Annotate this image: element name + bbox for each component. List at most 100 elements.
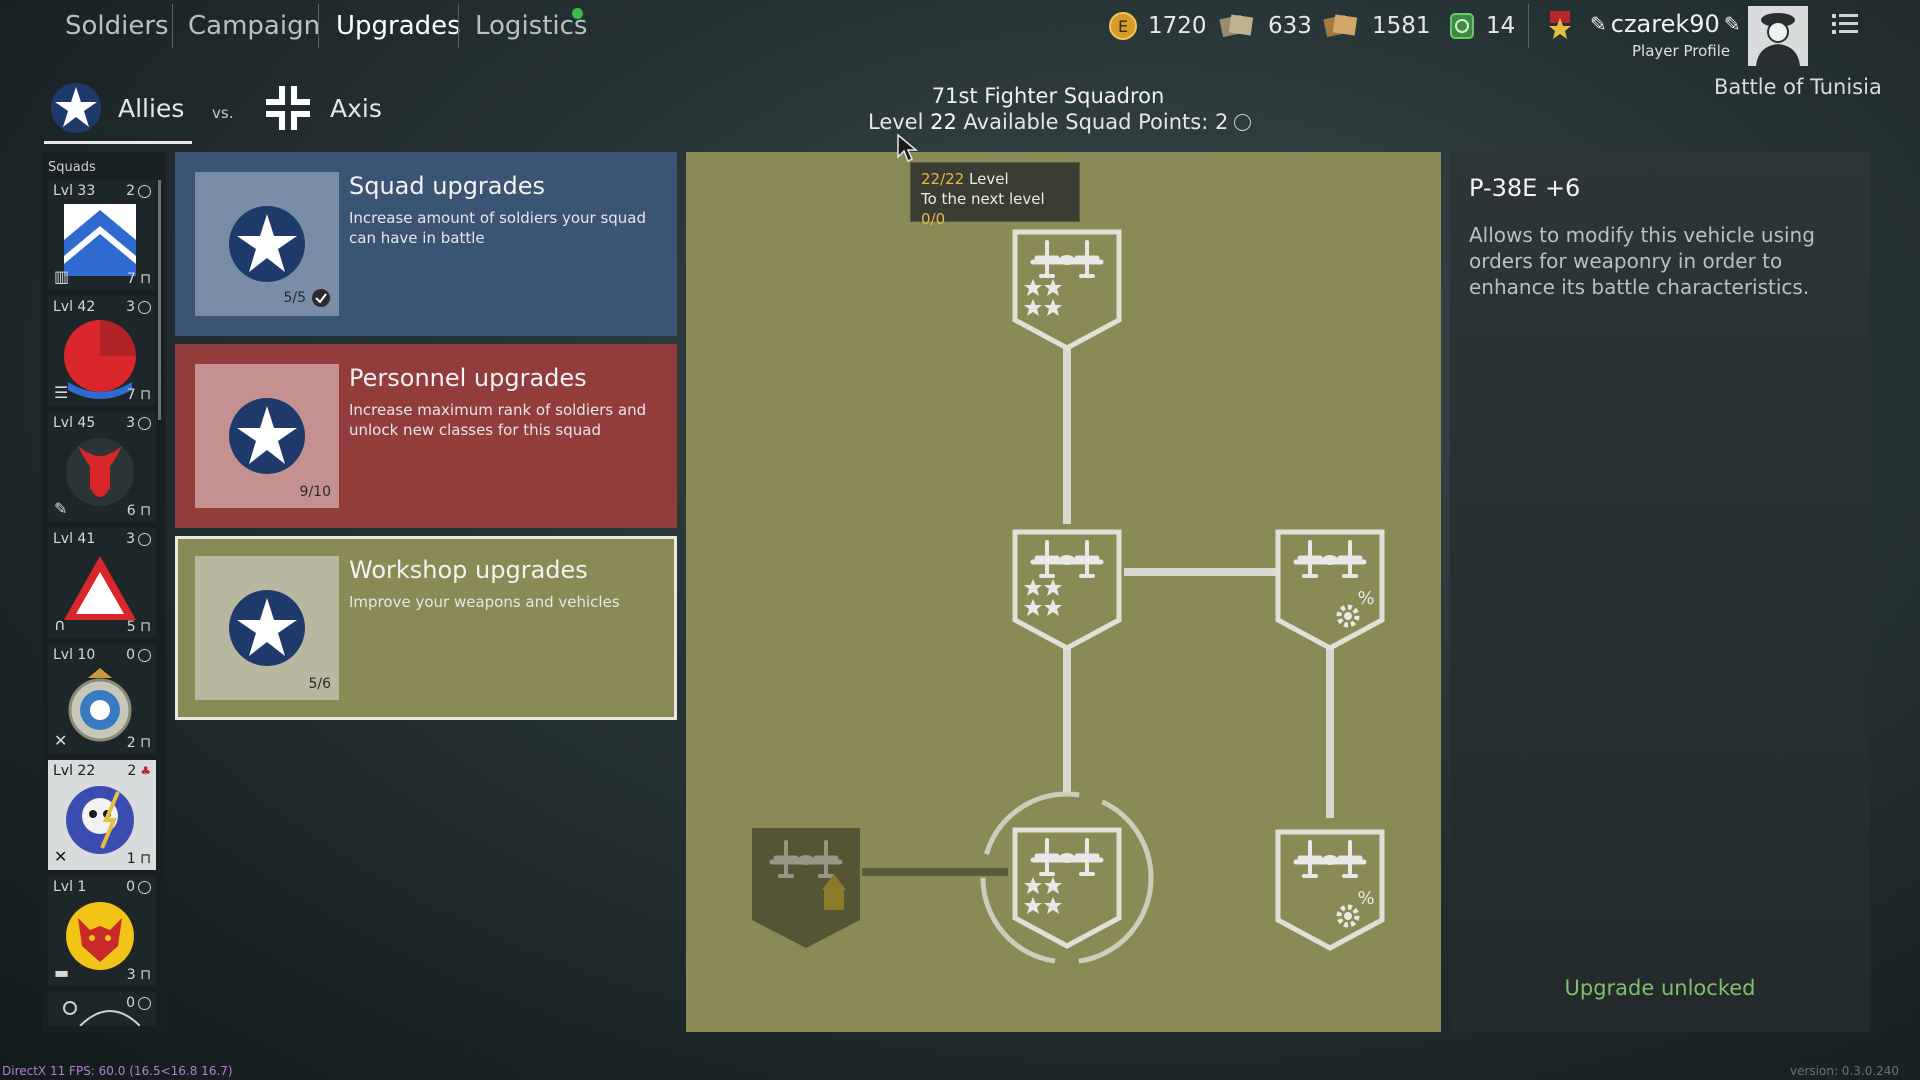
player-name[interactable]: ✎ czarek90 ✎ xyxy=(1590,10,1741,38)
svg-text:E: E xyxy=(1118,17,1128,36)
personnel-upgrades-desc: Increase maximum rank of soldiers and un… xyxy=(349,401,647,439)
lock-icon: ⊓ xyxy=(140,967,151,983)
lock-icon: ⊓ xyxy=(140,735,151,751)
list-icon: ☰ xyxy=(54,383,69,402)
workshop-upgrades-title: Workshop upgrades xyxy=(349,556,588,584)
squad-point-icon xyxy=(138,416,151,430)
squad-upgrades-title: Squad upgrades xyxy=(349,172,546,200)
upgrade-node-selected[interactable] xyxy=(980,791,1154,965)
gold-orders-resource[interactable]: 1581 xyxy=(1322,10,1431,42)
squad-level-line: Level 22 Available Squad Points: 2 xyxy=(868,110,1252,134)
lock-icon: ⊓ xyxy=(140,271,151,287)
faction-axis[interactable]: Axis xyxy=(262,82,382,134)
gold-amount: 1720 xyxy=(1148,13,1207,39)
check-icon xyxy=(312,289,330,307)
squad-card[interactable]: Lvl 10 0 ✕ 2 ⊓ xyxy=(48,644,156,754)
plane-icon: ✕ xyxy=(54,847,68,866)
silver-orders-icon xyxy=(1219,14,1254,38)
campaign-name: Battle of Tunisia xyxy=(1714,75,1882,99)
squad-card[interactable]: 0 xyxy=(48,992,156,1026)
allies-underline xyxy=(44,141,192,144)
tree-connector xyxy=(1063,342,1334,818)
allies-star-icon xyxy=(237,406,297,464)
squad-title: 71st Fighter Squadron xyxy=(931,84,1165,108)
gold-resource[interactable]: E 1720 xyxy=(1108,10,1207,42)
player-profile-label: Player Profile xyxy=(1632,42,1731,60)
tank-icon: ▥ xyxy=(54,267,70,286)
silver-orders-resource[interactable]: 633 xyxy=(1218,10,1312,42)
plane-icon: ✕ xyxy=(54,731,68,750)
squad-upgrades-thumb: 5/5 xyxy=(195,172,339,316)
squad-card[interactable]: Lvl 42 3 ☰ 7 ⊓ xyxy=(48,296,156,406)
squad-card[interactable]: Lvl 1 0 ▬ 3 ⊓ xyxy=(48,876,156,986)
allies-star-icon xyxy=(237,214,297,272)
squad-point-icon xyxy=(138,648,151,662)
allies-star-icon xyxy=(51,83,101,133)
squad-emblem-red-bull xyxy=(66,438,134,506)
lock-icon: ⊓ xyxy=(140,503,151,519)
squad-emblem-yellow-fox xyxy=(66,902,134,970)
squad-card[interactable]: Lvl 45 3 ✎ 6 ⊓ xyxy=(48,412,156,522)
upgrade-node-locked[interactable] xyxy=(752,828,860,948)
squads-label: Squads xyxy=(48,160,96,175)
nav-divider xyxy=(172,4,173,48)
time-tickets-resource[interactable]: 14 xyxy=(1448,10,1515,42)
faction-allies[interactable]: Allies xyxy=(50,82,184,134)
wrench-icon: ✎ xyxy=(1723,12,1741,36)
squad-card[interactable]: Lvl 41 3 ∩ 5 ⊓ xyxy=(48,528,156,638)
squad-emblem-raf-badge xyxy=(68,668,132,742)
nav-divider xyxy=(318,4,319,48)
upgrade-node-weapon-stars[interactable] xyxy=(1012,529,1122,651)
upgrade-status: Upgrade unlocked xyxy=(1564,976,1756,1000)
squad-emblem-triangle xyxy=(64,556,136,620)
vs-label: vs. xyxy=(212,104,234,122)
squad-point-icon xyxy=(138,184,151,198)
ticket-icon xyxy=(1450,13,1474,39)
squad-point-icon: ♣ xyxy=(140,764,151,778)
squad-card[interactable]: Lvl 33 2 ▥ 7 ⊓ xyxy=(48,180,156,290)
wrench-icon: ✎ xyxy=(54,499,68,518)
detail-title: P-38E +6 xyxy=(1469,174,1581,202)
upgrade-node-engine-gear[interactable]: % xyxy=(1275,829,1385,951)
nav-divider xyxy=(458,4,459,48)
squad-emblem-red-circle xyxy=(64,320,136,399)
squad-point-icon xyxy=(138,996,151,1010)
tab-logistics[interactable]: Logistics xyxy=(475,11,588,41)
squad-point-icon xyxy=(1234,113,1252,131)
allies-star-icon xyxy=(237,598,297,656)
gold-coin-icon: E xyxy=(1109,12,1137,40)
gold-orders-amount: 1581 xyxy=(1372,13,1431,39)
upgrade-detail-panel: P-38E +6 Allows to modify this vehicle u… xyxy=(1450,152,1870,1032)
fps-counter: DirectX 11 FPS: 60.0 (16.5<16.8 16.7) xyxy=(2,1064,233,1078)
upgrade-node-weapon-stars[interactable] xyxy=(1012,229,1122,351)
squad-list-scrollbar[interactable] xyxy=(158,180,161,420)
gold-orders-icon xyxy=(1323,14,1358,38)
player-avatar[interactable] xyxy=(1748,6,1808,66)
workshop-upgrades-desc: Improve your weapons and vehicles xyxy=(349,593,620,611)
lock-icon: ⊓ xyxy=(140,851,151,867)
tab-campaign[interactable]: Campaign xyxy=(188,11,321,41)
upgrade-tree-panel: % % xyxy=(686,152,1441,1032)
squad-point-icon xyxy=(138,300,151,314)
upgrade-node-engine-gear[interactable]: % xyxy=(1275,529,1385,651)
squad-point-icon xyxy=(138,880,151,894)
squad-card-selected[interactable]: Lvl 22 2♣ ✕ 1 ⊓ xyxy=(48,760,156,870)
menu-icon[interactable] xyxy=(1832,12,1858,36)
detail-description: Allows to modify this vehicle using orde… xyxy=(1469,223,1815,299)
time-tickets-amount: 14 xyxy=(1486,13,1516,39)
wrench-icon: ✎ xyxy=(1590,12,1607,36)
tank-icon: ▬ xyxy=(54,963,70,982)
workshop-upgrades-thumb: 5/6 xyxy=(195,556,339,700)
personnel-upgrades-card[interactable]: 9/10 Personnel upgrades Increase maximum… xyxy=(175,344,677,528)
axis-cross-icon xyxy=(266,86,310,130)
headphones-icon: ∩ xyxy=(54,615,66,634)
tab-upgrades[interactable]: Upgrades xyxy=(336,11,461,41)
rank-medal-icon[interactable] xyxy=(1547,10,1573,40)
tab-soldiers[interactable]: Soldiers xyxy=(65,11,169,41)
cursor-icon xyxy=(897,133,918,163)
squad-emblem-chevron xyxy=(64,204,136,276)
lock-icon: ⊓ xyxy=(140,387,151,403)
squad-upgrades-card[interactable]: 5/5 Squad upgrades Increase amount of so… xyxy=(175,152,677,336)
workshop-upgrades-card[interactable]: 5/6 Workshop upgrades Improve your weapo… xyxy=(175,536,677,720)
personnel-upgrades-title: Personnel upgrades xyxy=(349,364,587,392)
